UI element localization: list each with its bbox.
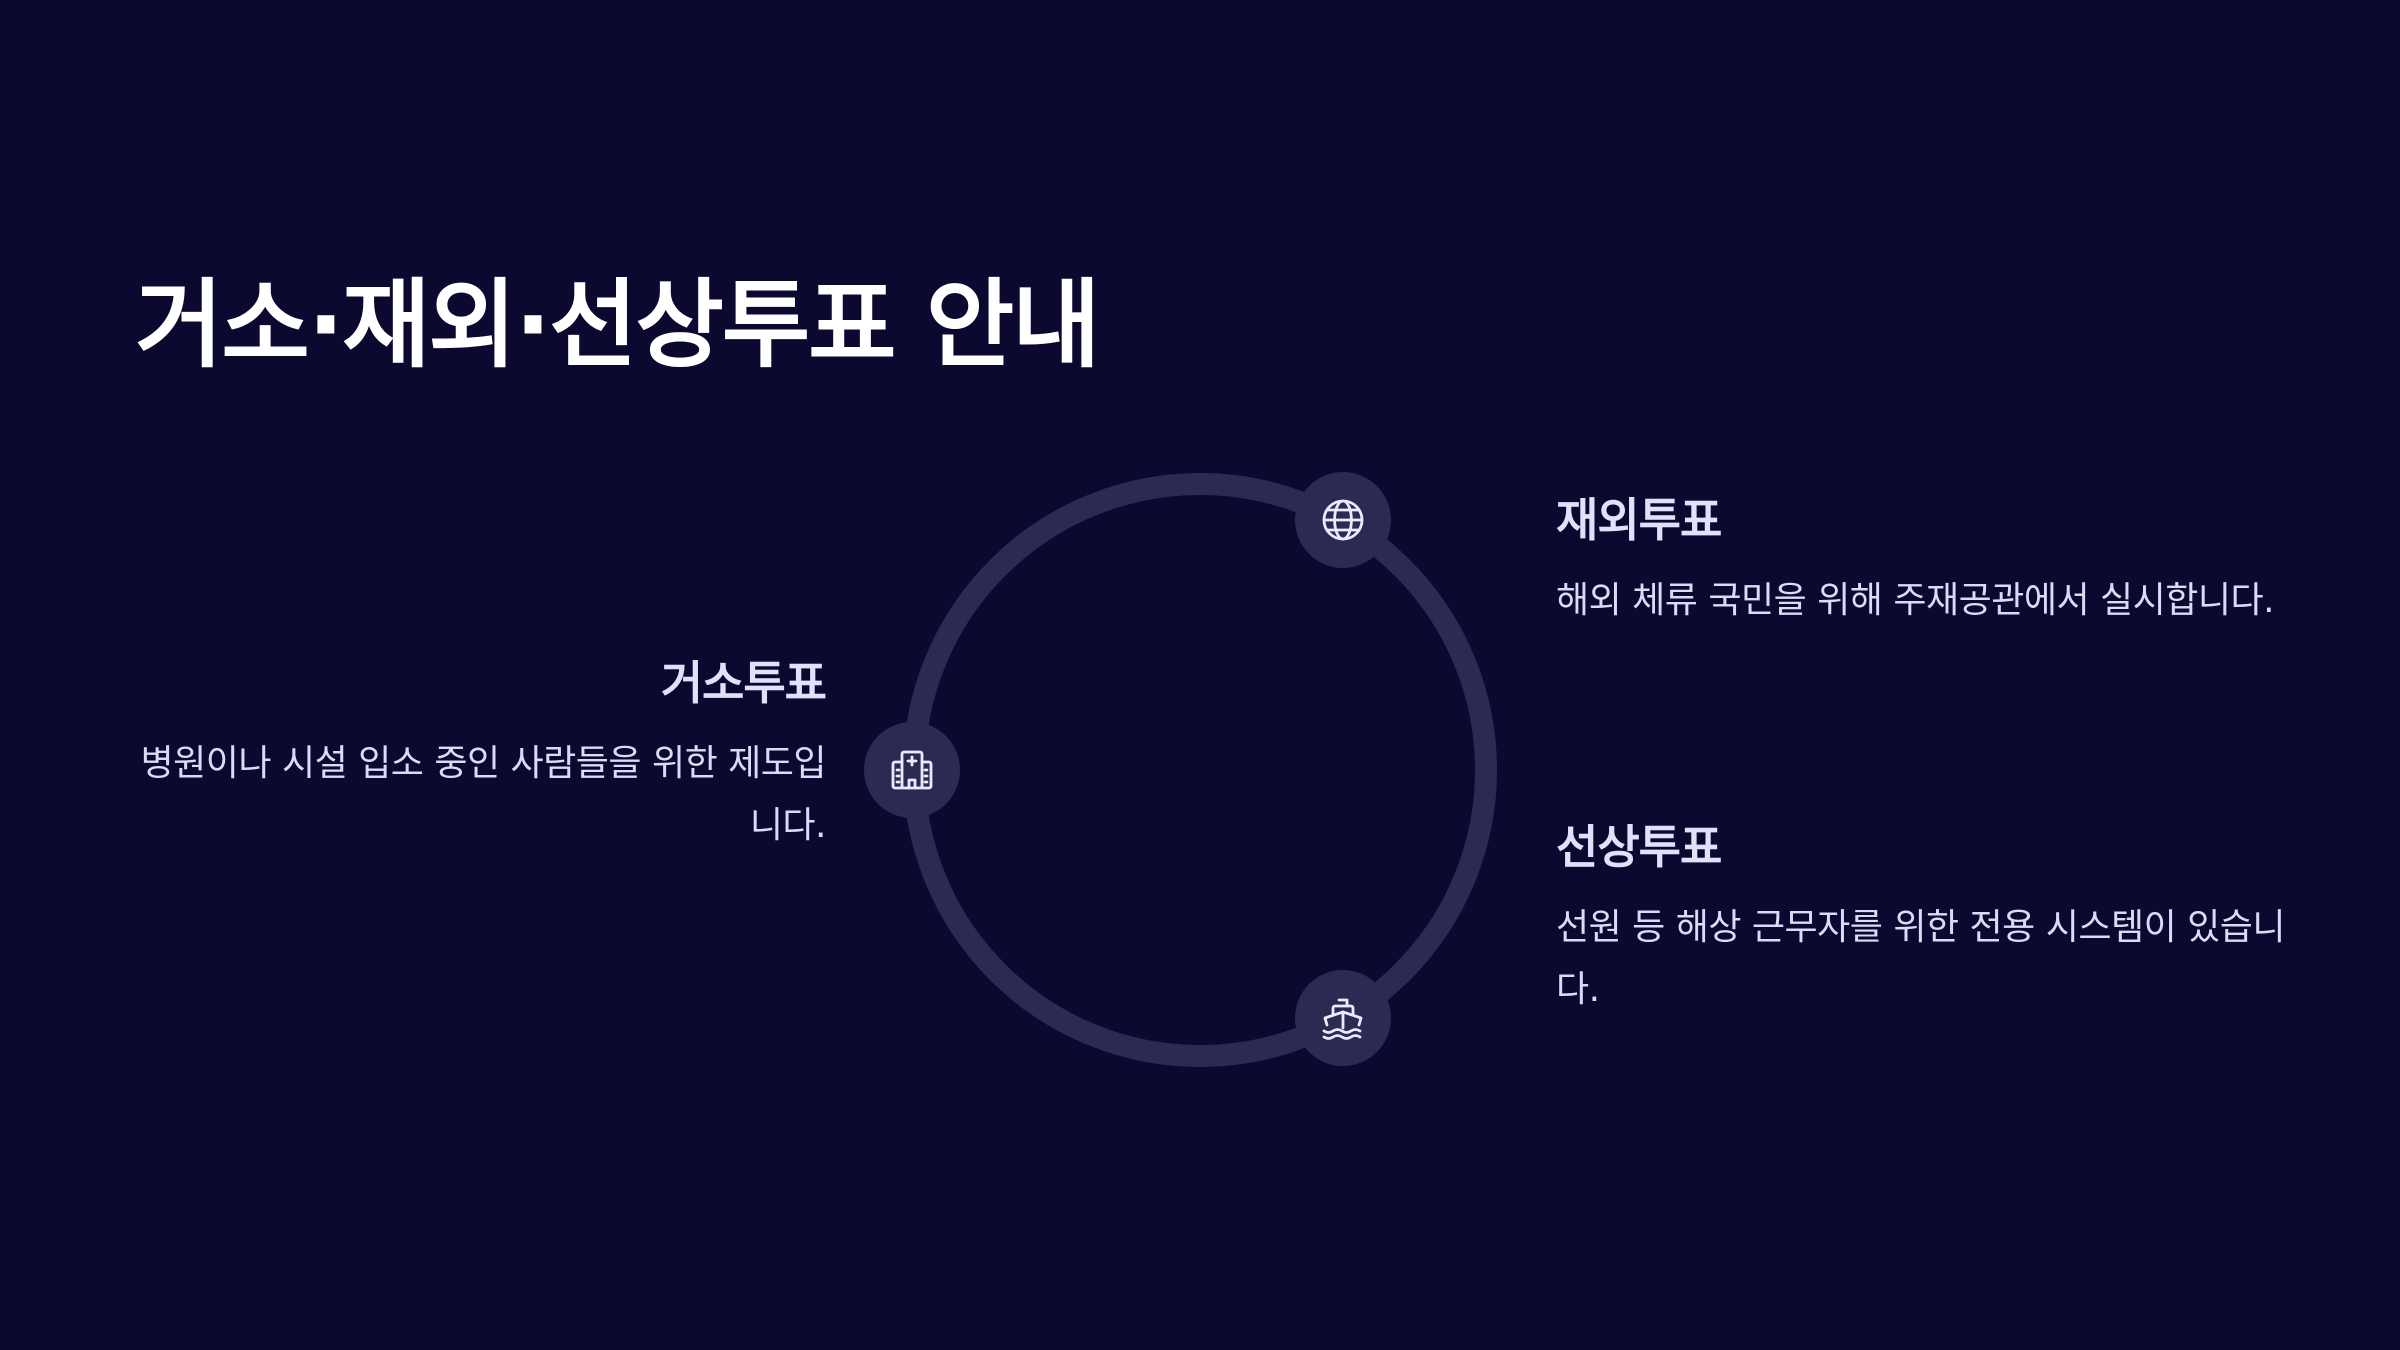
- globe-node: [1295, 472, 1391, 568]
- overseas-voting-title: 재외투표: [1556, 493, 1722, 547]
- absentee-voting-block: 거소투표 병원이나 시설 입소 중인 사람들을 위한 제도입니다.: [120, 656, 827, 857]
- absentee-voting-description: 병원이나 시설 입소 중인 사람들을 위한 제도입니다.: [140, 743, 827, 847]
- ship-node: [1295, 970, 1391, 1066]
- hospital-icon: [891, 750, 933, 790]
- page-title: 거소·재외·선상투표 안내: [135, 269, 1101, 381]
- overseas-voting-block: 재외투표 해외 체류 국민을 위해 주재공관에서 실시합니다.: [1556, 493, 2296, 632]
- ship-icon: [1322, 998, 1363, 1040]
- globe-icon: [1322, 499, 1364, 541]
- absentee-voting-title: 거소투표: [660, 656, 827, 710]
- shipboard-voting-block: 선상투표 선원 등 해상 근무자를 위한 전용 시스템이 있습니다.: [1556, 820, 2296, 1021]
- cycle-ring-circle: [903, 473, 1497, 1067]
- shipboard-voting-description: 선원 등 해상 근무자를 위한 전용 시스템이 있습니다.: [1556, 907, 2286, 1011]
- hospital-node: [864, 722, 960, 818]
- shipboard-voting-title: 선상투표: [1556, 820, 1722, 874]
- overseas-voting-description: 해외 체류 국민을 위해 주재공관에서 실시합니다.: [1556, 580, 2275, 622]
